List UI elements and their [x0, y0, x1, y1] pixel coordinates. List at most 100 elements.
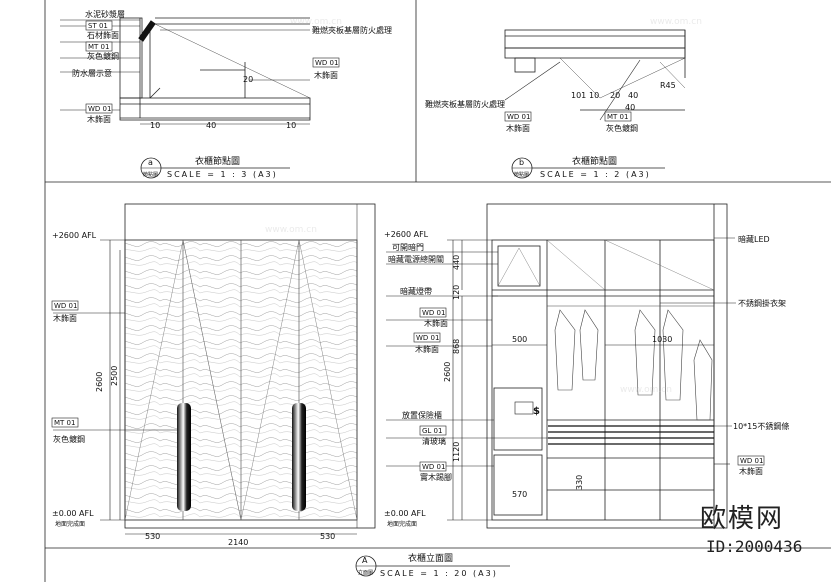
marker-b-letter: b [519, 158, 524, 167]
safe-icon: $ [533, 406, 540, 417]
dim-right-2600: 2600 [443, 362, 452, 382]
sheet-frame [44, 0, 831, 582]
label-power: 暗藏電源總開關 [388, 254, 444, 264]
tag-st01: ST 01 [88, 22, 108, 30]
label-wood-a: 木飾面 [424, 318, 448, 328]
dim-b-r45: R45 [660, 81, 676, 90]
label-fire-note-a: 難燃夾板基層防火處理 [312, 25, 392, 35]
door-handle-left [177, 403, 191, 511]
label-wood-left: 木飾面 [87, 114, 111, 124]
floor-note-left: 地面完成面 [55, 520, 85, 528]
tag-mt01: MT 01 [88, 43, 109, 51]
detail-b: 難燃夾板基層防火處理 WD 01 木飾面 MT 01 灰色鍍鋼 10 20 40… [425, 29, 686, 179]
level-top-right: +2600 AFL [384, 230, 429, 239]
label-stone-note: 水泥砂漿層 [85, 9, 125, 19]
brand-logo-text: 欧模网 [700, 504, 784, 534]
marker-a-sub: 節點圖 [143, 171, 158, 178]
dim-right-1030: 1030 [652, 335, 672, 344]
label-wood-right: 木飾面 [314, 70, 338, 80]
title-elevation: 衣櫃立面圖 [408, 552, 453, 564]
scale-detail-a: SCALE = 1 : 3 (A3) [167, 170, 278, 179]
title-block-a: a 節點圖 衣櫃節點圖 SCALE = 1 : 3 (A3) [140, 155, 290, 179]
dim-right-440: 440 [452, 255, 461, 270]
tag-wd01-c: WD 01 [422, 463, 445, 471]
label-door: 可開暗門 [392, 242, 424, 252]
label-grey-steel-b: 灰色鍍鋼 [606, 123, 638, 133]
door-handle-right [292, 403, 306, 511]
label-rods: 10*15不銹鋼條 [733, 421, 789, 431]
label-light-strip: 暗藏燈帶 [400, 286, 432, 296]
dim-a-10a: 10 [150, 121, 160, 130]
label-led: 暗藏LED [738, 234, 770, 244]
label-stone-finish: 石材飾面 [87, 30, 119, 40]
dim-right-570: 570 [512, 490, 527, 499]
dim-b-20: 20 [610, 91, 620, 100]
elevation-right: $ +2600 AFL ±0.00 AFL 地面完成面 [384, 203, 789, 529]
tag-wd01-elev-left: WD 01 [54, 302, 77, 310]
tag-wd01-r: WD 01 [740, 457, 763, 465]
dim-left-2600: 2600 [95, 372, 104, 392]
dim-left-2500: 2500 [110, 366, 119, 386]
dim-a-10b: 10 [286, 121, 296, 130]
label-grey-steel: 灰色鍍鋼 [87, 51, 119, 61]
title-detail-b: 衣櫃節點圖 [572, 155, 617, 167]
dim-right-120: 120 [452, 285, 461, 300]
watermark-text-3: www.om.cn [265, 225, 317, 235]
label-wood-b: 木飾面 [506, 123, 530, 133]
watermark-text-2: www.om.cn [650, 17, 702, 27]
label-grey-steel-elev-left: 灰色鍍鋼 [53, 434, 85, 444]
level-top-left: +2600 AFL [52, 231, 97, 240]
label-solid-wood: 實木踢腳 [420, 472, 452, 482]
level-bottom-right: ±0.00 AFL [384, 509, 426, 518]
watermark-text-1: www.om.cn [290, 17, 342, 27]
dim-right-868: 868 [452, 339, 461, 354]
watermark-group: www.om.cn www.om.cn www.om.cn www.om.cn [265, 17, 702, 395]
label-rail: 不銹鋼掛衣架 [738, 298, 786, 308]
scale-detail-b: SCALE = 1 : 2 (A3) [540, 170, 651, 179]
marker-elev-sub: 立面圖 [358, 569, 373, 576]
dim-b-40a: 40 [628, 91, 638, 100]
floor-note-right: 地面完成面 [387, 520, 417, 528]
level-bottom-left: ±0.00 AFL [52, 509, 94, 518]
dim-right-1120: 1120 [452, 442, 461, 462]
label-wood-r: 木飾面 [739, 466, 763, 476]
dim-b-101: 101 [571, 91, 586, 100]
marker-elev-letter: A [362, 556, 368, 565]
label-glass: 清玻璃 [422, 436, 446, 446]
dim-a-20: 20 [243, 75, 253, 84]
label-safe: 放置保險櫃 [402, 410, 442, 420]
detail-a: 水泥砂漿層 ST 01 石材飾面 MT 01 灰色鍍鋼 防水層示意 難燃夾板基層… [60, 9, 392, 179]
dim-a-40: 40 [206, 121, 216, 130]
tag-wd01-right: WD 01 [315, 59, 338, 67]
dim-right-330: 330 [575, 475, 584, 490]
marker-b-sub: 節點圖 [514, 171, 529, 178]
dim-left-w1: 530 [145, 532, 160, 541]
hanging-clothes [547, 305, 714, 421]
elevation-left: +2600 AFL ±0.00 AFL 地面完成面 WD 01 木飾面 MT 0… [51, 203, 376, 547]
title-detail-a: 衣櫃節點圖 [195, 155, 240, 167]
dim-left-total: 2140 [228, 538, 248, 547]
watermark-text-4: www.om.cn [620, 385, 672, 395]
tag-wd01-b: WD 01 [507, 113, 530, 121]
label-fire-note-b: 難燃夾板基層防火處理 [425, 99, 505, 109]
marker-a-letter: a [148, 158, 153, 167]
tag-wd01-a: WD 01 [422, 309, 445, 317]
label-wood-b-elev: 木飾面 [415, 344, 439, 354]
label-wood-elev-left: 木飾面 [53, 313, 77, 323]
tag-wd01-b-elev: WD 01 [416, 334, 439, 342]
tag-mt01-elev-left: MT 01 [54, 419, 75, 427]
dim-right-500: 500 [512, 335, 527, 344]
tag-mt01-b: MT 01 [607, 113, 628, 121]
steel-rods [548, 425, 714, 445]
tag-gl01: GL 01 [422, 427, 442, 435]
title-block-b: b 節點圖 衣櫃節點圖 SCALE = 1 : 2 (A3) [511, 155, 665, 179]
title-block-elevation: A 立面圖 衣櫃立面圖 SCALE = 1 : 20 (A3) [355, 552, 510, 578]
dim-b-40b: 40 [625, 103, 635, 112]
label-waterproof: 防水層示意 [72, 68, 112, 78]
dim-b-10: 10 [589, 91, 599, 100]
tag-wd01-left: WD 01 [88, 105, 111, 113]
dim-left-w2: 530 [320, 532, 335, 541]
scale-elevation: SCALE = 1 : 20 (A3) [380, 569, 498, 578]
brand-id: ID:2000436 [706, 537, 802, 556]
